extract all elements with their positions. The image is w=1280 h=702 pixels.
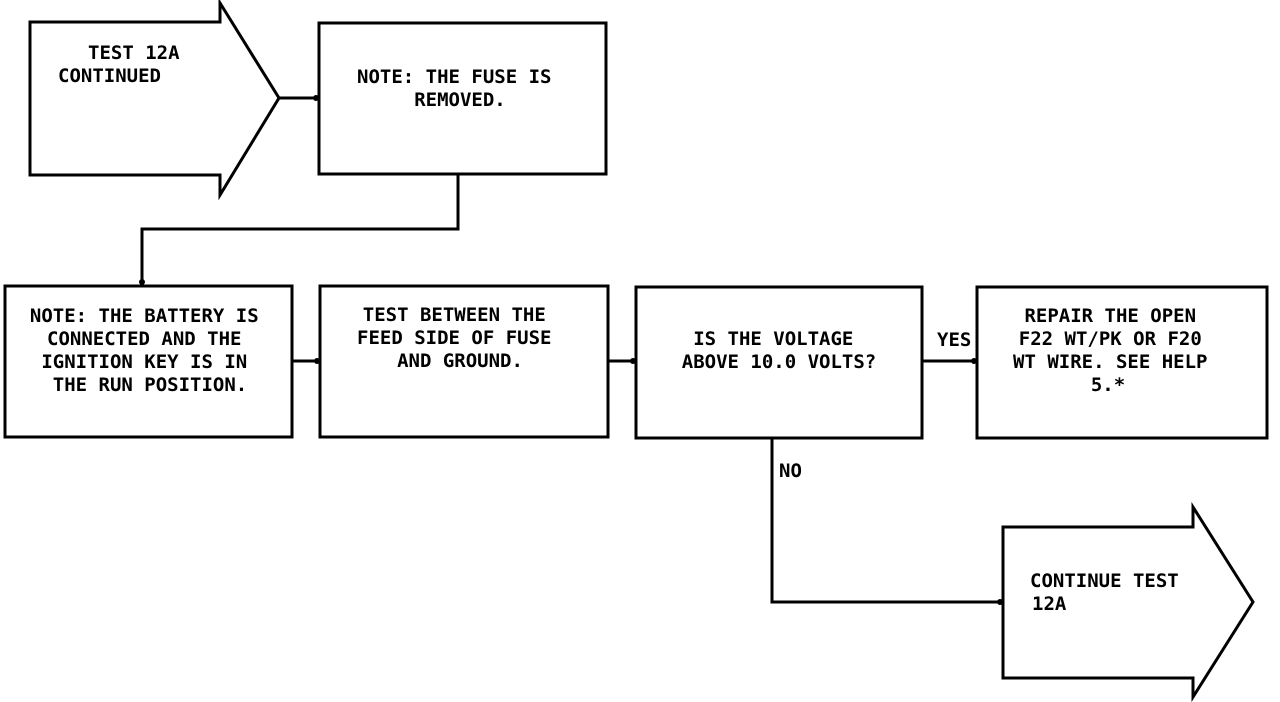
junction-dot <box>314 358 320 364</box>
test-feed-box <box>318 284 610 439</box>
repair-node: REPAIR THE OPEN F22 WT/PK OR F20 WT WIRE… <box>975 285 1269 440</box>
note-fuse-node: NOTE: THE FUSE IS REMOVED. <box>317 21 608 176</box>
note-battery-node: NOTE: THE BATTERY IS CONNECTED AND THE I… <box>3 284 294 439</box>
continue-node: CONTINUE TEST 12A <box>1001 501 1255 702</box>
start-arrow-shape <box>28 0 281 201</box>
connector-no <box>770 438 1003 604</box>
junction-dot <box>313 95 319 101</box>
question-text: IS THE VOLTAGE ABOVE 10.0 VOLTS? <box>682 328 876 373</box>
no-label: NO <box>779 460 802 482</box>
continue-text: CONTINUE TEST 12A <box>1030 570 1190 615</box>
note-fuse-text: NOTE: THE FUSE IS REMOVED. <box>357 66 563 111</box>
test-feed-text: TEST BETWEEN THE FEED SIDE OF FUSE AND G… <box>357 304 563 372</box>
repair-box <box>975 285 1269 440</box>
note-battery-text: NOTE: THE BATTERY IS CONNECTED AND THE I… <box>30 305 270 396</box>
note-battery-box <box>3 284 294 439</box>
junction-dot <box>971 358 977 364</box>
connector-fuse-to-battery <box>140 174 460 286</box>
junction-dot <box>139 279 145 285</box>
continue-arrow-shape <box>1001 501 1255 702</box>
note-fuse-box <box>317 21 608 176</box>
start-text: TEST 12A CONTINUED <box>58 42 191 87</box>
yes-label: YES <box>937 329 971 351</box>
connectors <box>139 95 1003 605</box>
junction-dot <box>630 358 636 364</box>
test-feed-node: TEST BETWEEN THE FEED SIDE OF FUSE AND G… <box>318 284 610 439</box>
question-box <box>634 285 924 440</box>
repair-text: REPAIR THE OPEN F22 WT/PK OR F20 WT WIRE… <box>1013 305 1219 396</box>
junction-dot <box>997 599 1003 605</box>
question-node: IS THE VOLTAGE ABOVE 10.0 VOLTS? <box>634 285 924 440</box>
start-node: TEST 12A CONTINUED <box>28 0 281 201</box>
